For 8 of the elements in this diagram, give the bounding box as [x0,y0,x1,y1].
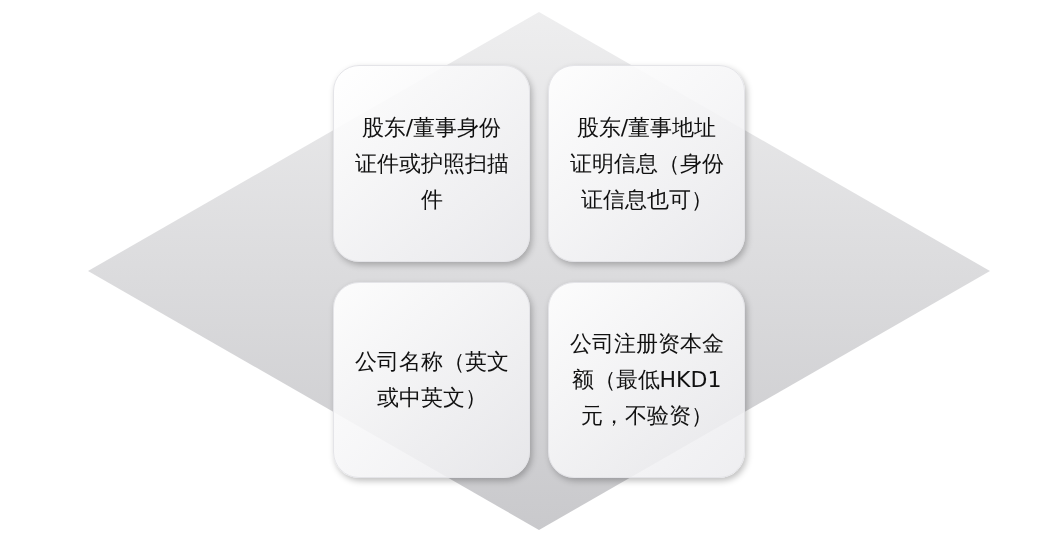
card-text: 公司名称（英文或中英文） [353,348,510,412]
text-card [333,282,530,478]
card-text: 股东/董事身份证件或护照扫描件 [353,113,510,214]
card-text: 公司注册资本金额（最低HKD1元，不验资） [568,330,725,430]
text-card [333,65,530,262]
text-card [548,282,745,478]
text-card [548,65,745,262]
card-text: 股东/董事地址证明信息（身份证信息也可） [568,113,725,214]
